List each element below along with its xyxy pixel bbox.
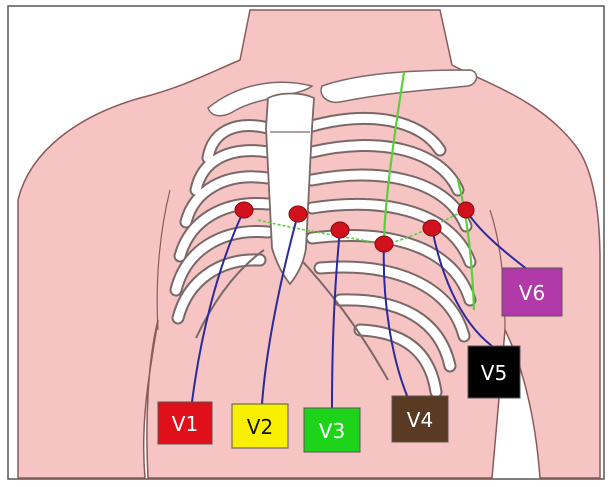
lead-text-v3: V3 (319, 419, 345, 443)
electrode-v3 (331, 222, 349, 238)
lead-label-v3: V3 (304, 408, 360, 452)
lead-label-v4: V4 (392, 396, 448, 442)
electrode-v2 (289, 206, 307, 222)
lead-text-v5: V5 (481, 361, 507, 385)
lead-label-v1: V1 (158, 402, 212, 444)
lead-text-v2: V2 (247, 415, 273, 439)
lead-label-v2: V2 (232, 404, 288, 448)
electrode-v6 (458, 202, 474, 218)
lead-label-v6: V6 (502, 268, 562, 316)
lead-text-v6: V6 (519, 281, 545, 305)
electrode-v1 (235, 202, 253, 218)
lead-label-v5: V5 (468, 346, 520, 398)
electrode-v4 (375, 236, 393, 252)
lead-text-v4: V4 (407, 408, 433, 432)
electrode-v5 (423, 220, 441, 236)
lead-text-v1: V1 (172, 412, 198, 436)
